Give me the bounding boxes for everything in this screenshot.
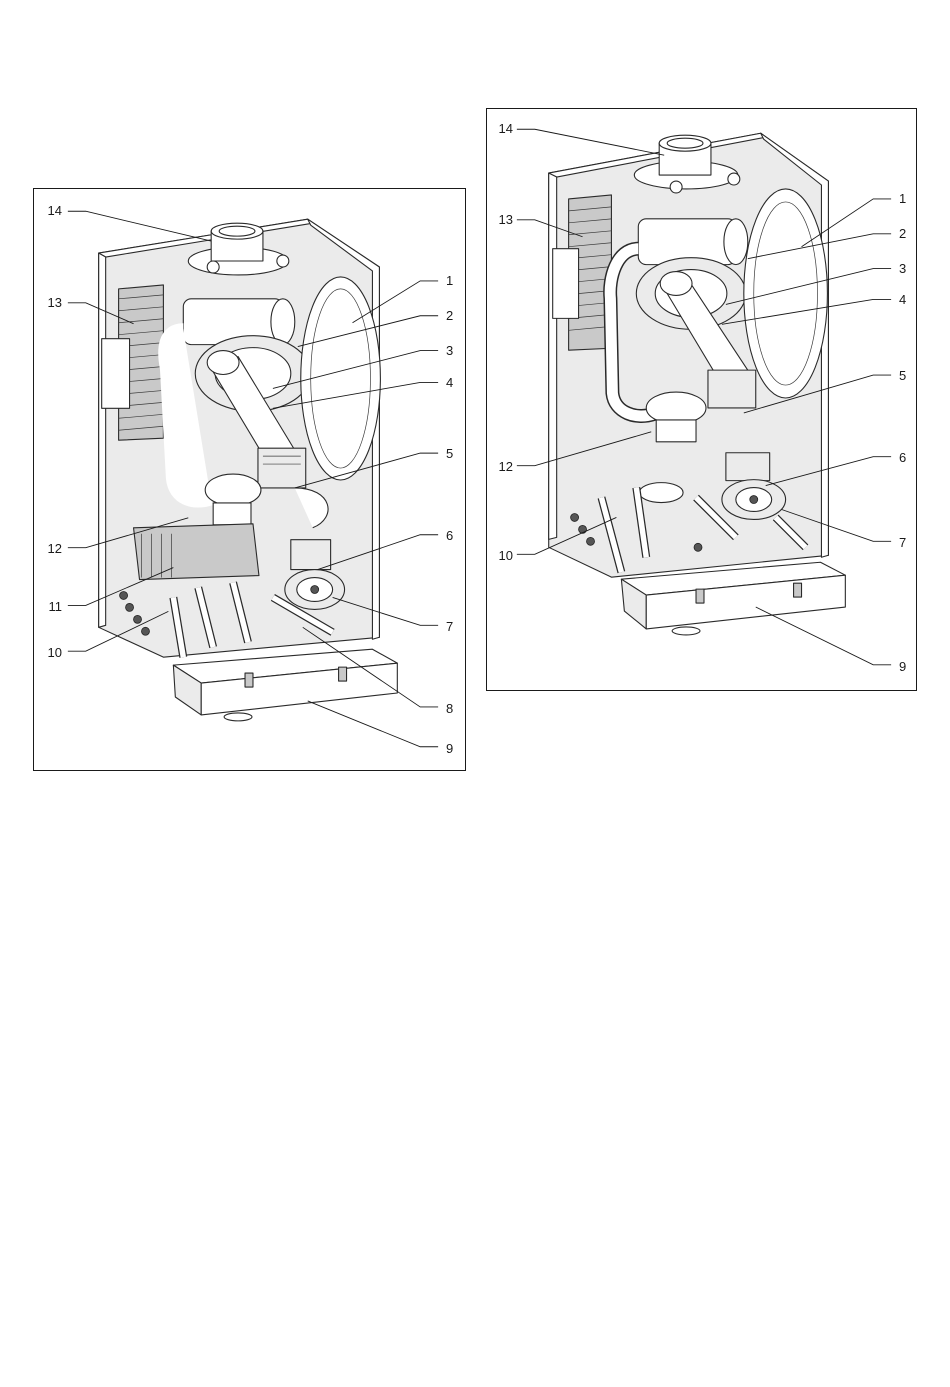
boiler-illustration-left [34, 189, 465, 770]
burner-fan [205, 474, 261, 506]
boiler-diagram-right: 1 2 3 4 5 6 7 9 10 12 13 14 [486, 108, 917, 691]
boiler-illustration-right [487, 109, 916, 690]
gas-valve [258, 448, 306, 488]
callout-13: 13 [38, 296, 62, 310]
callout-12: 12 [38, 542, 62, 556]
callout-3: 3 [899, 262, 906, 276]
callout-1: 1 [899, 192, 906, 206]
plate-heat-exchanger [134, 524, 259, 580]
callout-10: 10 [489, 549, 513, 563]
burner-fan [646, 392, 706, 424]
callout-9: 9 [899, 660, 906, 674]
callout-14: 14 [489, 122, 513, 136]
boiler-diagram-left: 1 2 3 4 5 6 7 8 9 10 11 12 13 14 [33, 188, 466, 771]
callout-5: 5 [899, 369, 906, 383]
callout-7: 7 [446, 620, 453, 634]
callout-6: 6 [446, 529, 453, 543]
bracket [102, 339, 130, 409]
callout-13: 13 [489, 213, 513, 227]
expansion-vessel [744, 189, 828, 398]
flue-outlet-inner [219, 226, 255, 236]
valve-block [726, 453, 770, 481]
callout-5: 5 [446, 447, 453, 461]
callout-4: 4 [446, 376, 453, 390]
callout-3: 3 [446, 344, 453, 358]
callout-6: 6 [899, 451, 906, 465]
callout-8: 8 [446, 702, 453, 716]
callout-9: 9 [446, 742, 453, 756]
callout-2: 2 [446, 309, 453, 323]
bracket [553, 249, 579, 319]
valve-block [291, 540, 331, 570]
callout-12: 12 [489, 460, 513, 474]
gas-valve [708, 370, 756, 408]
callout-10: 10 [38, 646, 62, 660]
callout-11: 11 [38, 600, 62, 614]
callout-2: 2 [899, 227, 906, 241]
callout-7: 7 [899, 536, 906, 550]
callout-1: 1 [446, 274, 453, 288]
callout-4: 4 [899, 293, 906, 307]
casing-left-wall [549, 173, 557, 539]
callout-14: 14 [38, 204, 62, 218]
